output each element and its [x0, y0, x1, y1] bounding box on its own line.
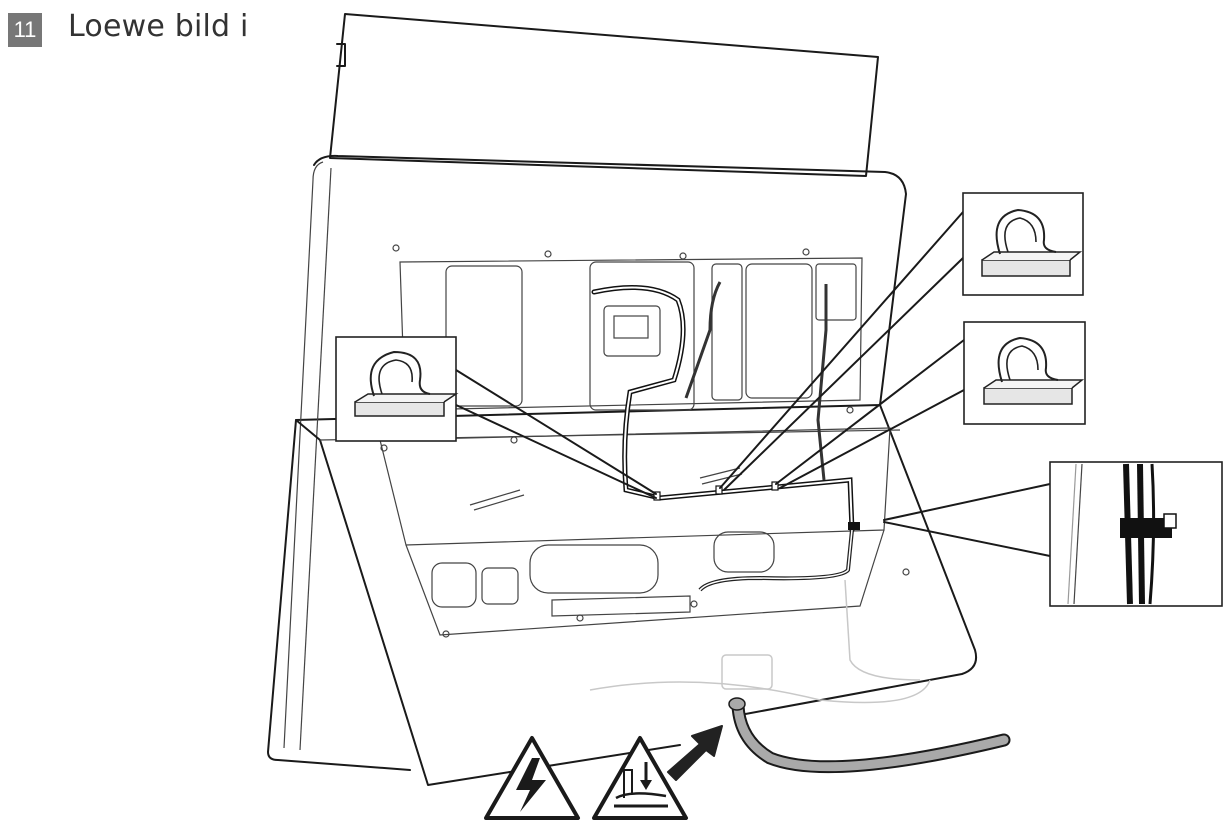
page-title: Loewe bild i: [68, 9, 249, 44]
cable-clip-icon: [983, 336, 1085, 405]
tv-body: [267, 13, 978, 786]
callout-box-top-right: [962, 192, 1084, 296]
callout-box-mid-right: [963, 321, 1086, 425]
electric-shock-warning-icon: [484, 736, 580, 820]
screw-points: [380, 244, 910, 638]
step-number-badge: 11: [8, 13, 42, 47]
cable-tie: [848, 522, 860, 530]
power-cable: [728, 697, 1011, 774]
cable-tie: [1120, 518, 1172, 538]
internal-cables: [591, 281, 860, 592]
cable-clip-icon: [354, 350, 459, 417]
pinch-hazard-warning-icon: [592, 736, 688, 820]
callout-lines: [455, 211, 1051, 557]
insert-arrow-icon: [667, 725, 723, 781]
callout-box-cable-tie-detail: [1049, 461, 1223, 607]
callout-box-left: [335, 336, 459, 442]
cable-clip-icon: [981, 208, 1083, 277]
